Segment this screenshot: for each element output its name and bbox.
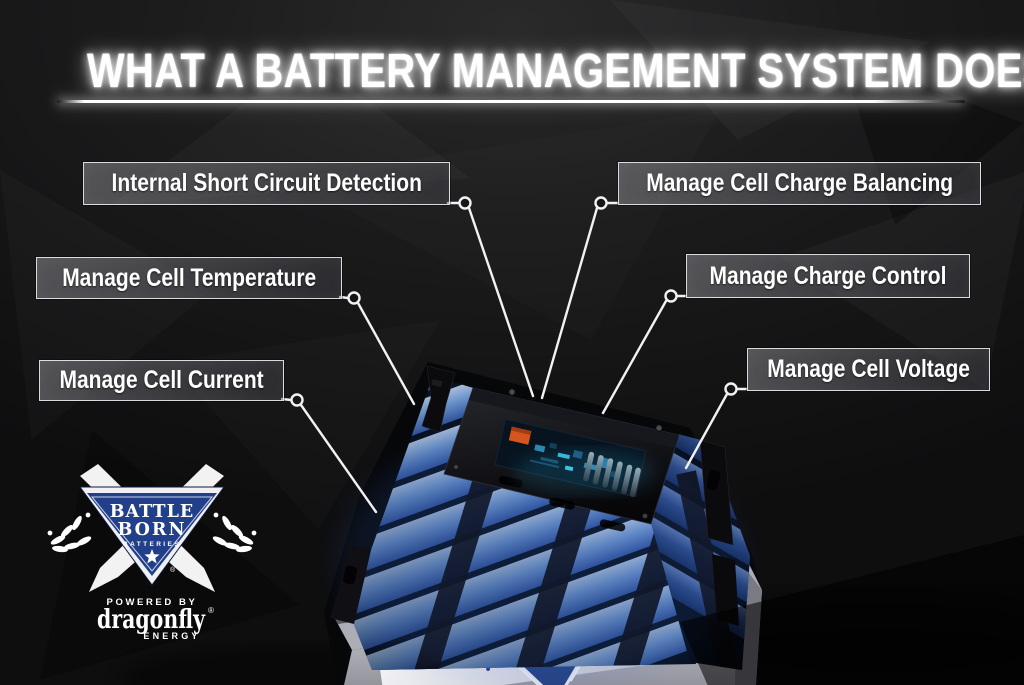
bms-board (443, 387, 680, 532)
callout-label: Manage Cell Temperature (61, 263, 317, 292)
dragonfly-wordmark: dragonfly (97, 605, 206, 635)
connector-dot (724, 382, 738, 396)
callout-line-manage-charge-control (601, 294, 688, 415)
logo-brand-top: BATTLE (110, 502, 194, 522)
dragonfly-registered-mark: ® (208, 606, 214, 615)
logo-brand-bottom: BORN (118, 520, 187, 540)
callout-label: Manage Charge Control (709, 261, 947, 290)
logo-brand-sub: BATTERIES (123, 541, 181, 548)
laurel-left-icon (47, 512, 92, 553)
star-icon (144, 549, 160, 564)
connector-dot (664, 289, 678, 303)
powered-by-text: POWERED BY (107, 597, 198, 608)
laurel-right-icon (212, 512, 257, 553)
page-title: WHAT A BATTERY MANAGEMENT SYSTEM DOES (87, 45, 1024, 98)
logo-triangle: BATTLE BORN BATTERIES ® (79, 486, 225, 586)
connector-dot (594, 196, 608, 210)
callout-line-manage-cell-voltage (684, 387, 749, 470)
title-underline (57, 100, 965, 103)
callout-manage-cell-voltage: Manage Cell Voltage (747, 348, 990, 391)
callout-label: Internal Short Circuit Detection (111, 169, 422, 197)
callout-manage-charge-control: Manage Charge Control (686, 254, 970, 298)
registered-mark: ® (170, 566, 176, 574)
connector-dot (458, 196, 472, 210)
callout-internal-short-circuit-detection: Internal Short Circuit Detection (83, 162, 450, 205)
plate-screws (452, 388, 663, 520)
callout-manage-cell-temperature: Manage Cell Temperature (36, 257, 342, 299)
callout-manage-cell-charge-balancing: Manage Cell Charge Balancing (618, 162, 981, 205)
connector-dot (290, 393, 304, 407)
dragonfly-energy-text: ENERGY (143, 631, 200, 641)
callout-line-manage-cell-temperature (338, 295, 416, 406)
callout-manage-cell-current: Manage Cell Current (39, 360, 284, 401)
callout-label: Manage Cell Charge Balancing (646, 169, 953, 197)
battle-born-logo: BATTLE BORN BATTERIES ® POWERED BY drago… (47, 464, 257, 641)
callout-label: Manage Cell Current (59, 366, 264, 394)
connector-dot (347, 291, 361, 305)
callout-line-manage-cell-charge-balancing (540, 201, 620, 400)
callout-line-internal-short-circuit-detection (446, 201, 535, 398)
callout-label: Manage Cell Voltage (767, 355, 970, 383)
